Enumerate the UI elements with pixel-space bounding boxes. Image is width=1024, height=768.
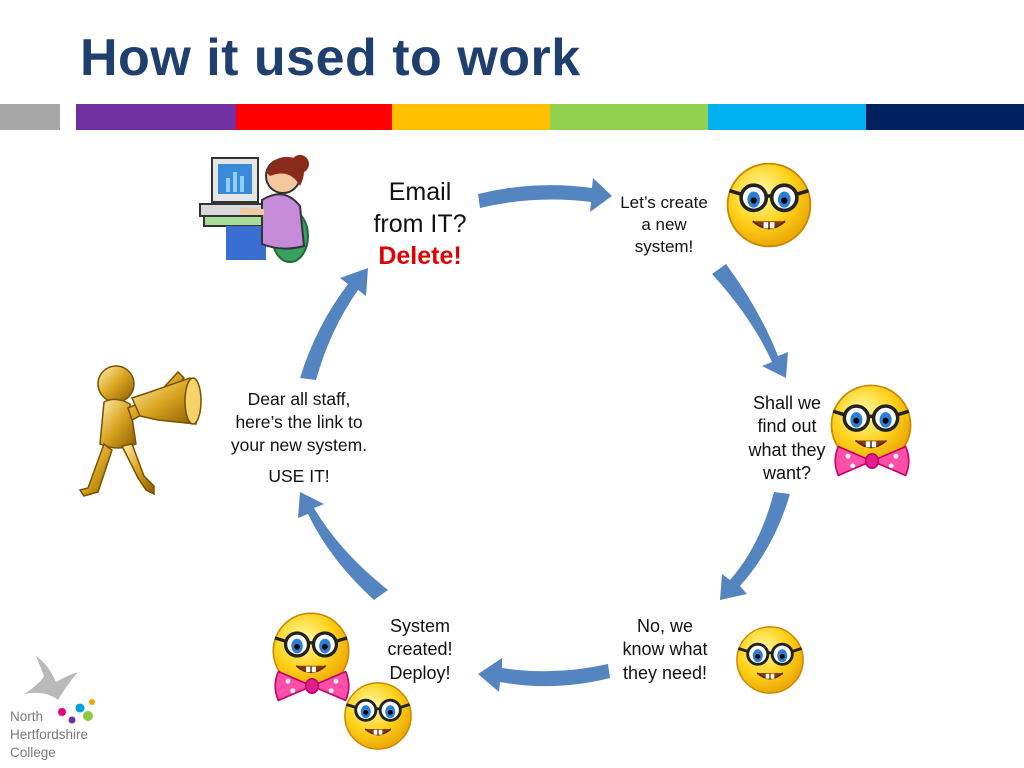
logo-text-line: College xyxy=(10,744,56,760)
logo-text-line: Hertfordshire xyxy=(10,726,89,742)
nerd-smiley-bowtie-icon xyxy=(829,383,913,477)
stripe-segment xyxy=(236,104,392,130)
step-text-line: Email xyxy=(388,178,452,206)
college-logo-text: North Hertfordshire College xyxy=(10,708,88,762)
step-text-line: Shall we xyxy=(752,393,822,413)
gold-megaphone-figure-icon xyxy=(78,365,202,497)
cycle-arrow xyxy=(712,264,788,378)
college-logo-icon xyxy=(24,656,95,724)
cycle-step-email: Email from IT? Delete! xyxy=(360,176,480,272)
step-text-line: want? xyxy=(762,463,812,484)
color-stripe-bar xyxy=(0,104,1024,130)
step-text-line: find out xyxy=(757,416,817,437)
step-text-line: here’s the link to xyxy=(235,411,363,432)
cycle-step-know-need: No, we know what they need! xyxy=(605,615,725,685)
cycle-arrow xyxy=(478,178,612,212)
logo-text-line: North xyxy=(10,709,44,724)
cycle-arrow xyxy=(720,492,790,600)
cycle-arrow xyxy=(298,492,388,600)
step-text-line: Deploy! xyxy=(389,662,451,683)
step-text-line: from IT? xyxy=(373,210,467,238)
stripe-segment xyxy=(866,104,1024,130)
step-extra-text: USE IT! xyxy=(268,466,330,487)
cycle-step-create-system: Let’s create a new system! xyxy=(604,192,724,258)
step-text-line: know what xyxy=(622,639,708,660)
step-text-line: system! xyxy=(634,237,694,257)
stripe-segment xyxy=(550,104,708,130)
step-text-line: they need! xyxy=(622,662,708,683)
step-emphasis-text: Delete! xyxy=(378,242,462,270)
cycle-arrow xyxy=(300,268,368,380)
step-text-line: your new system. xyxy=(230,434,368,455)
stripe-segment xyxy=(392,104,550,130)
cycle-arrow xyxy=(478,658,610,692)
step-text-line: No, we xyxy=(636,616,694,636)
cycle-step-announce: Dear all staff, here’s the link to your … xyxy=(214,388,384,488)
step-text-line: System xyxy=(389,616,450,636)
stripe-segment xyxy=(708,104,866,130)
step-text-line: what they xyxy=(748,439,826,460)
nerd-smiley-icon xyxy=(735,625,805,695)
step-text-line: Let’s create xyxy=(620,193,708,212)
step-text-line: Dear all staff, xyxy=(247,389,351,409)
step-text-line: created! xyxy=(387,639,453,660)
nerd-smiley-icon xyxy=(725,161,813,249)
step-text-line: a new xyxy=(641,215,687,235)
page-title: How it used to work xyxy=(80,29,581,87)
stripe-segment xyxy=(0,104,60,130)
cycle-step-deploy: System created! Deploy! xyxy=(370,615,470,685)
cycle-step-find-out: Shall we find out what they want? xyxy=(736,392,838,486)
stripe-segment xyxy=(76,104,236,130)
woman-at-computer-icon xyxy=(199,155,309,263)
